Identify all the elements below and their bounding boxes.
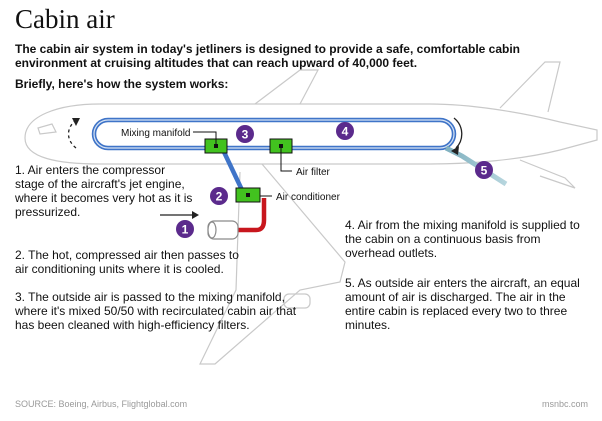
step-marker-3: 3 <box>236 125 254 143</box>
step-marker-1: 1 <box>176 220 194 238</box>
step-3-text: 3. The outside air is passed to the mixi… <box>15 290 297 332</box>
jet-engine <box>207 220 239 240</box>
step-4-text: 4. Air from the mixing manifold is suppl… <box>345 218 580 260</box>
air-filter-marker <box>279 144 283 148</box>
step-marker-4-number: 4 <box>342 125 349 139</box>
step-marker-3-number: 3 <box>242 128 249 142</box>
mixing-manifold-marker <box>214 144 218 148</box>
hot-air-duct <box>236 198 267 233</box>
intro-text: The cabin air system in today's jetliner… <box>15 42 521 70</box>
step-marker-4: 4 <box>336 122 354 140</box>
air-conditioner-marker <box>246 193 250 197</box>
mixing-manifold-label: Mixing manifold <box>121 128 190 139</box>
cabin-air-loop-inner <box>93 119 455 149</box>
source-note: SOURCE: Boeing, Airbus, Flightglobal.com <box>15 399 188 409</box>
step-marker-5-number: 5 <box>481 164 488 178</box>
front-arc-arrowhead <box>72 118 80 126</box>
tail-fin-outline <box>499 61 561 113</box>
step-marker-2: 2 <box>210 187 228 205</box>
rear-arc-arrowhead <box>451 146 459 155</box>
upper-engine-outline <box>283 293 311 309</box>
upper-wing-outline <box>254 69 319 105</box>
cockpit-window <box>37 123 57 135</box>
stabilizer-outline <box>519 159 576 189</box>
credit-note: msnbc.com <box>541 399 588 409</box>
step-marker-5: 5 <box>475 161 493 179</box>
intake-arrowhead <box>192 211 199 219</box>
step-1-text: 1. Air enters the compressor stage of th… <box>15 163 193 219</box>
air-filter-label: Air filter <box>296 167 331 178</box>
rear-arc-arrow <box>453 117 463 149</box>
manifold-leader-line <box>193 131 217 144</box>
diagram-title: Cabin air <box>15 4 115 34</box>
lower-wing-outline <box>199 163 346 365</box>
filter-leader-line <box>280 148 292 172</box>
air-conditioner-label: Air conditioner <box>276 192 341 203</box>
front-arc-arrow <box>67 119 77 149</box>
fuselage-outline <box>24 103 598 165</box>
step-5-text: 5. As outside air enters the aircraft, a… <box>345 276 580 332</box>
cool-air-duct <box>221 151 245 191</box>
step-marker-2-number: 2 <box>216 190 223 204</box>
step-2-text: 2. The hot, compressed air then passes t… <box>15 248 239 276</box>
step-marker-1-number: 1 <box>182 223 189 237</box>
briefly-text: Briefly, here's how the system works: <box>15 77 229 91</box>
